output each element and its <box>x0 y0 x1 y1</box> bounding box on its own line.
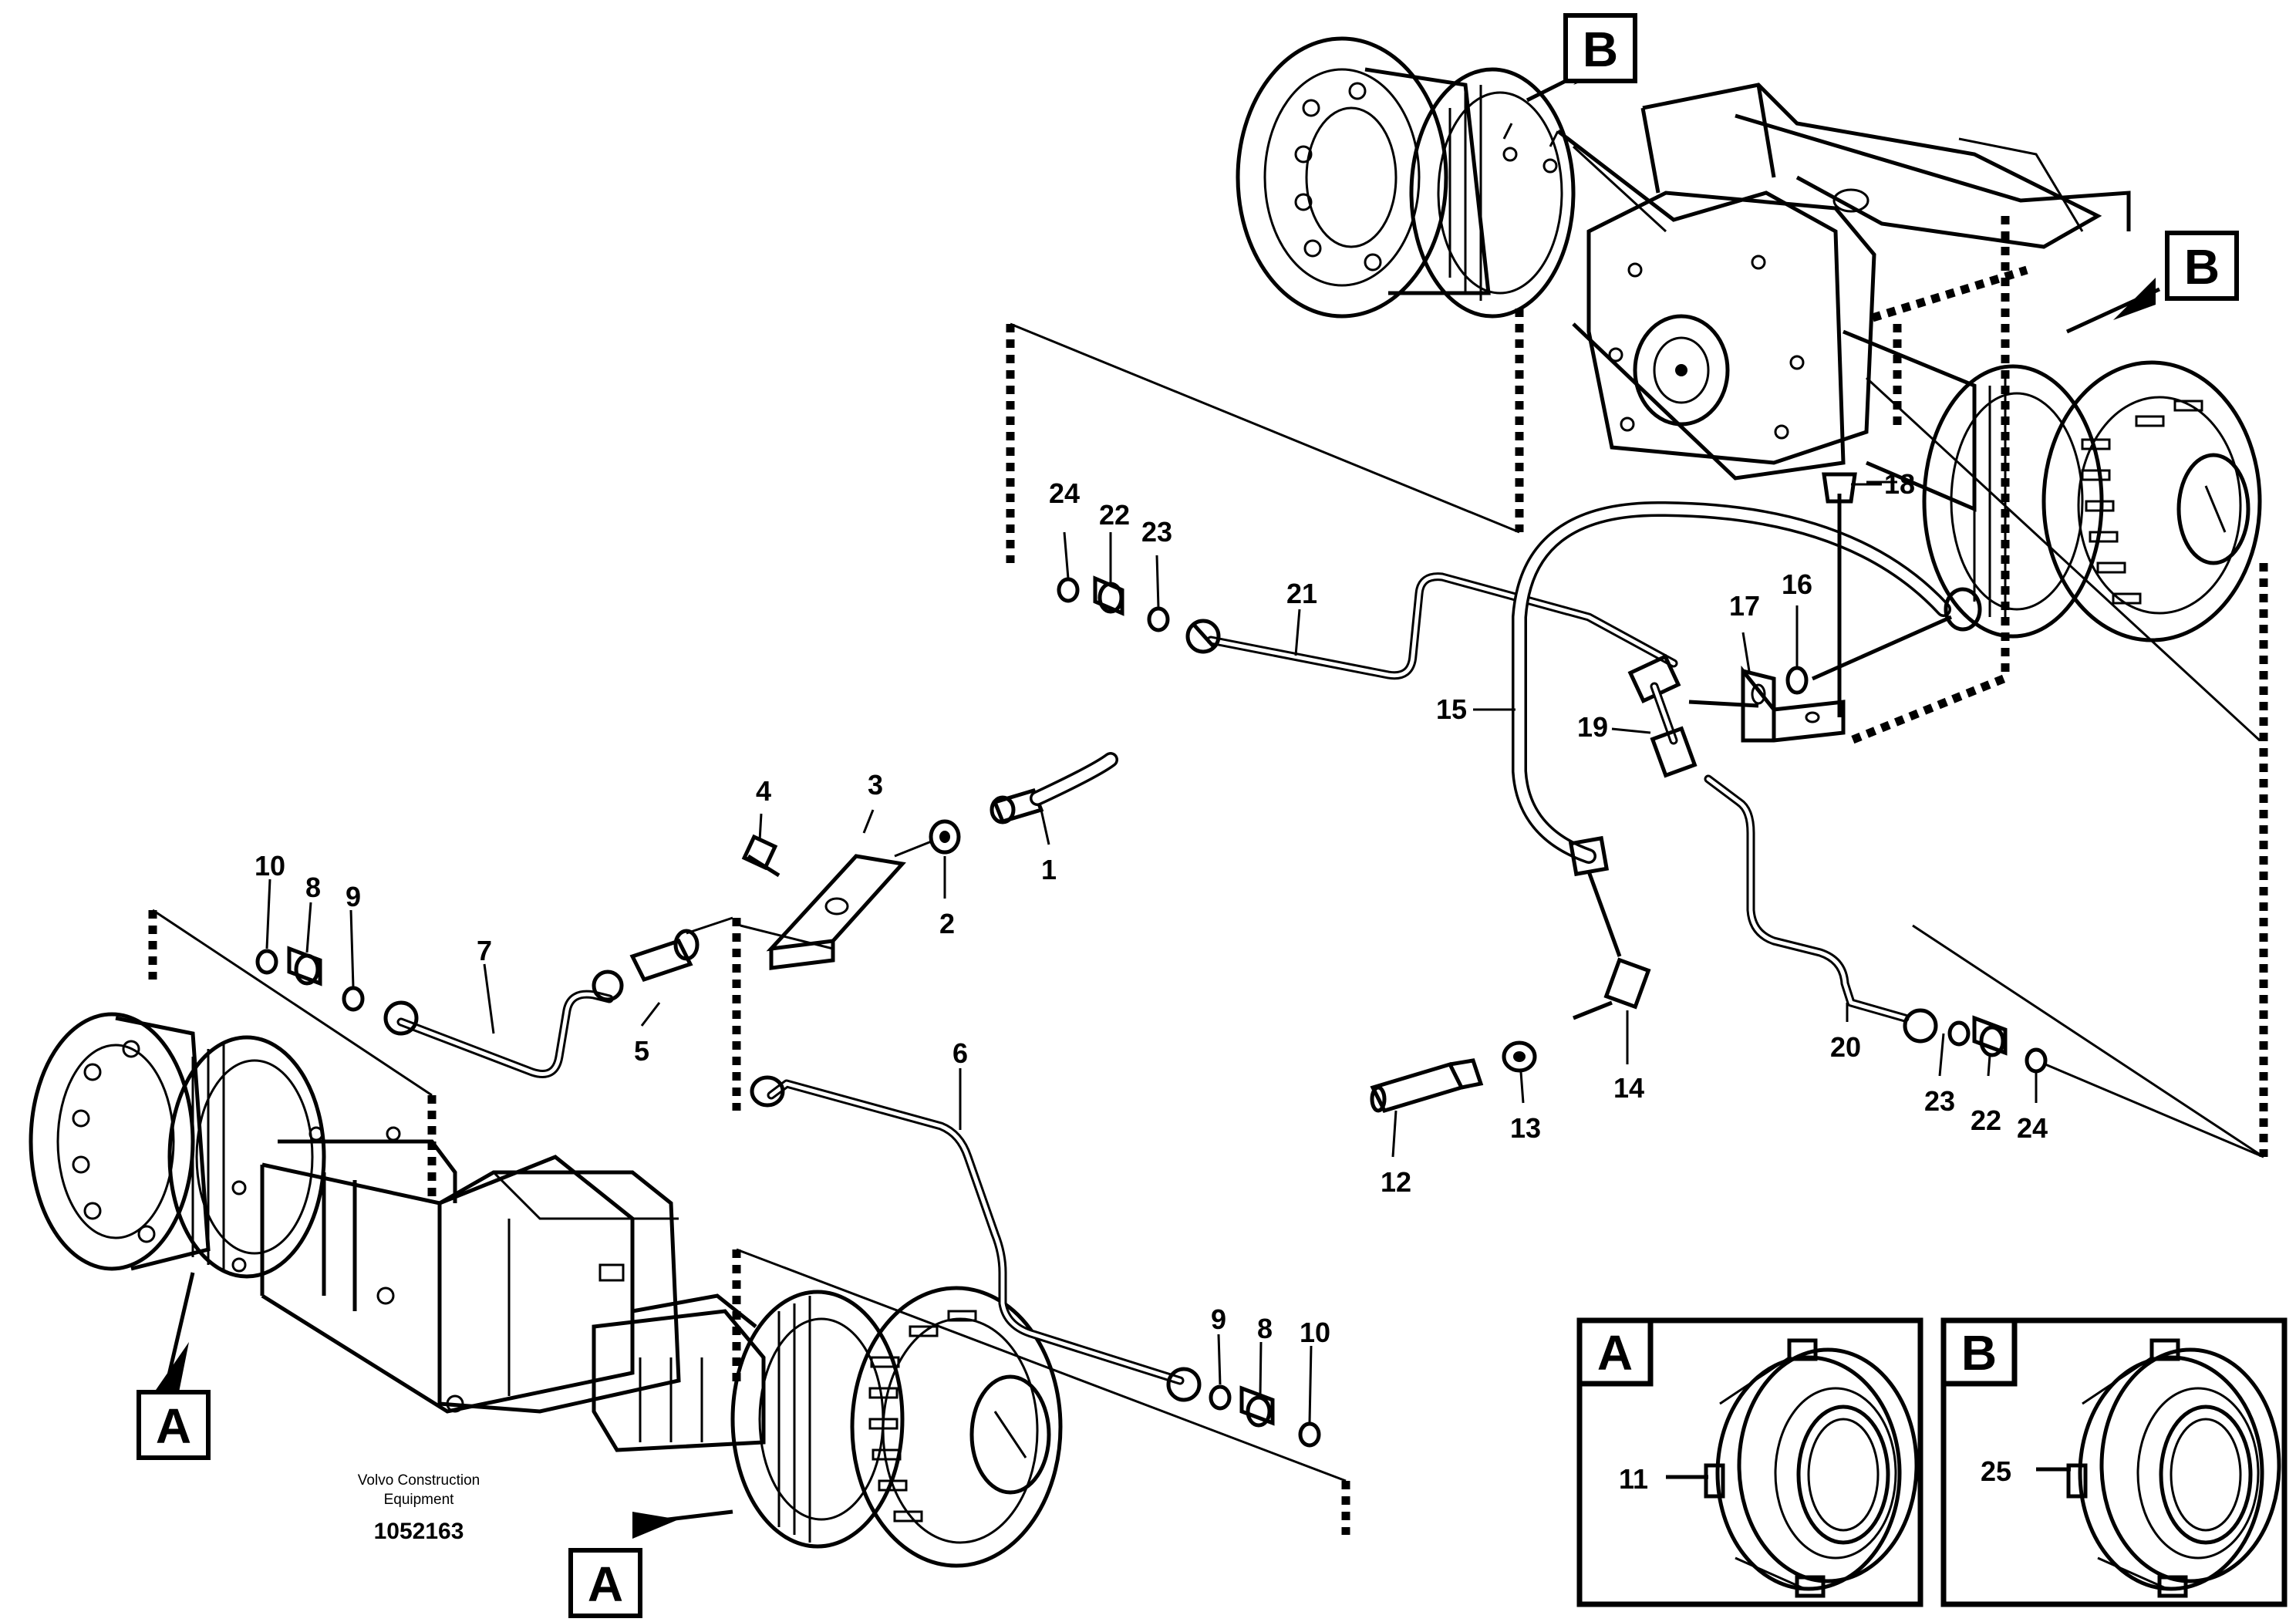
callout-a-front-left: A <box>137 1390 211 1460</box>
svg-text:A: A <box>1597 1325 1633 1381</box>
front-fittings-right <box>1166 1367 1321 1448</box>
part-label-1: 1 <box>1041 854 1057 885</box>
part-label-4: 4 <box>756 775 771 807</box>
part-label-16: 16 <box>1782 568 1812 600</box>
part-label-19: 19 <box>1577 711 1608 743</box>
front-axle-drawing <box>29 1012 1063 1568</box>
part-label-10a: 10 <box>255 850 285 882</box>
part-label-25: 25 <box>1981 1455 2011 1487</box>
part-label-23b: 23 <box>1924 1085 1955 1117</box>
part-label-20: 20 <box>1830 1031 1861 1063</box>
svg-text:A: A <box>156 1398 191 1454</box>
rear-dashed-guides <box>1006 216 2268 1158</box>
caption-company-line1: Volvo Construction <box>358 1472 480 1489</box>
part-label-23a: 23 <box>1141 516 1172 548</box>
part-label-22b: 22 <box>1971 1104 2001 1136</box>
part-label-3: 3 <box>868 769 883 801</box>
svg-text:B: B <box>1961 1325 1997 1381</box>
rear-axle-drawing <box>1236 36 2262 642</box>
brake-ring-11-drawing <box>1704 1338 1919 1598</box>
hose-15 <box>1512 501 1982 877</box>
part-label-7: 7 <box>477 935 492 966</box>
callout-b-rear-top: B <box>1563 13 1637 83</box>
part-label-18: 18 <box>1884 468 1915 500</box>
part-label-8a: 8 <box>305 872 321 903</box>
part-label-6: 6 <box>952 1037 968 1069</box>
part-label-2: 2 <box>939 908 955 939</box>
caption-company-line2: Equipment <box>384 1492 455 1508</box>
pipe-20 <box>1704 774 1910 1023</box>
part-label-15: 15 <box>1436 693 1467 725</box>
tee-19-and-bracket-17 <box>1627 472 1953 778</box>
part-label-8b: 8 <box>1257 1313 1273 1344</box>
rear-fittings-right <box>1903 1008 2264 1158</box>
part-label-9a: 9 <box>346 881 361 912</box>
pipe-6 <box>750 1075 1185 1385</box>
part-label-22a: 22 <box>1099 499 1130 531</box>
pipe-21 <box>1206 572 1678 680</box>
part-label-9b: 9 <box>1211 1303 1226 1335</box>
part-label-21: 21 <box>1286 578 1317 609</box>
part-label-10b: 10 <box>1300 1317 1330 1348</box>
part-label-24a: 24 <box>1049 477 1080 509</box>
part-label-17: 17 <box>1729 590 1760 622</box>
detail-box-b: B <box>1940 1317 2288 1607</box>
drawing-caption: Volvo Construction Equipment 1052163 <box>358 1472 480 1544</box>
hose-end-12-13-14 <box>1370 871 1651 1113</box>
pipe-7 <box>396 990 614 1078</box>
leader-lines <box>265 483 2038 1424</box>
drawing-number: 1052163 <box>374 1519 464 1544</box>
front-fittings-left <box>255 916 733 1036</box>
callout-pointers <box>154 42 2161 1539</box>
brake-ring-25-drawing <box>2066 1338 2281 1598</box>
svg-text:B: B <box>1583 22 1618 77</box>
part-label-14: 14 <box>1613 1072 1644 1104</box>
front-dashed-guides <box>148 909 1350 1535</box>
part-label-12: 12 <box>1381 1166 1411 1198</box>
callout-b-rear-right: B <box>2165 231 2239 301</box>
svg-text:A: A <box>588 1556 623 1612</box>
part-labels: 1 2 3 4 5 6 7 8 9 10 9 8 10 11 25 12 13 … <box>255 468 2048 1495</box>
part-label-24b: 24 <box>2017 1112 2048 1144</box>
rear-fittings-left <box>1057 575 1221 654</box>
part-label-13: 13 <box>1510 1112 1541 1144</box>
detail-box-a: A <box>1576 1317 1923 1607</box>
part-label-5: 5 <box>634 1035 649 1067</box>
svg-text:B: B <box>2184 239 2220 295</box>
callout-a-front-bottom: A <box>568 1548 642 1618</box>
part-label-11: 11 <box>1619 1463 1648 1495</box>
